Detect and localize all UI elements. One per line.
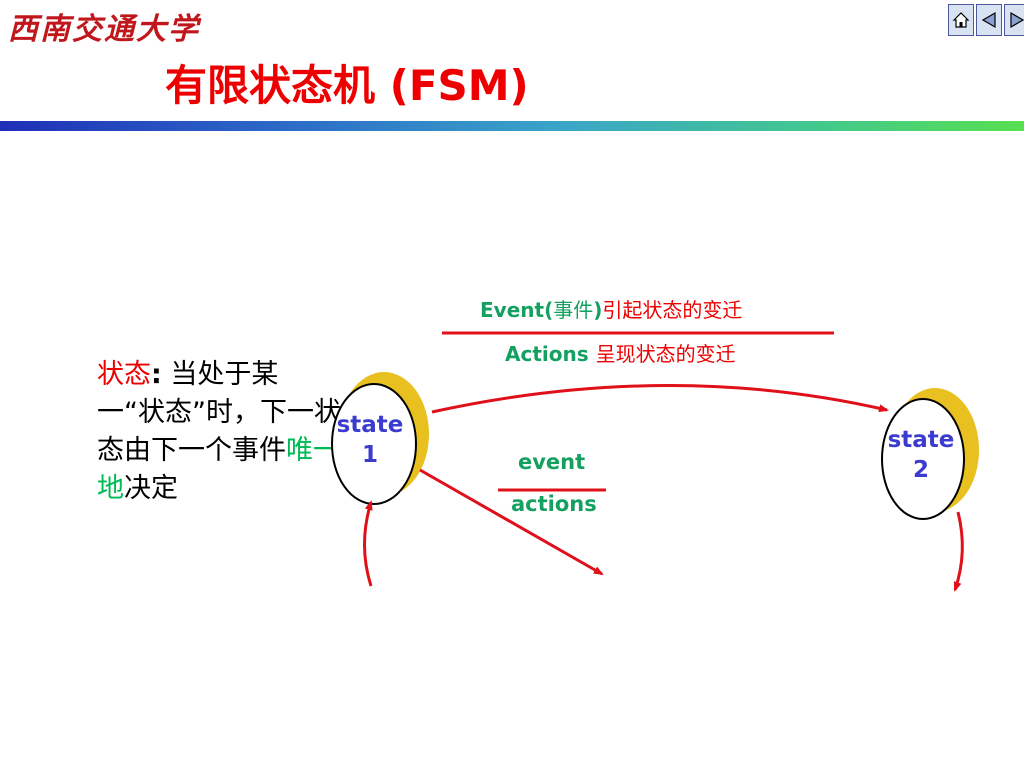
arrow-state2-out (953, 511, 964, 592)
event-suffix: ) (593, 298, 603, 322)
state-2-circle (881, 398, 965, 520)
home-button[interactable] (948, 4, 974, 36)
term-state: 状态 (97, 359, 151, 390)
event-cn: 事件 (553, 298, 594, 322)
state-1-label: state 1 (332, 410, 408, 470)
event-prefix: Event( (480, 298, 554, 322)
term-colon: : (151, 359, 162, 390)
home-icon (952, 12, 970, 28)
actions-desc: 呈现状态的变迁 (595, 342, 736, 366)
state-2-line2: 2 (912, 457, 929, 483)
arrow-into-state1 (363, 500, 373, 587)
top-event-label: Event(事件)引起状态的变迁 (480, 294, 742, 323)
page-title: 有限状态机 (FSM) (165, 61, 529, 110)
university-logo: 西南交通大学 (8, 12, 200, 47)
highlight-uniquely: 唯一地 (97, 435, 340, 504)
mid-event-label: event (518, 450, 586, 474)
state-node-2[interactable] (881, 388, 979, 520)
description-text-2: 决定 (124, 473, 178, 504)
prev-button[interactable] (976, 4, 1002, 36)
triangle-left-icon (981, 11, 996, 29)
state-description: 状态: 当处于某一“状态”时，下一状态由下一个事件唯一地决定 (97, 356, 342, 508)
state-2-line1: state (887, 427, 955, 453)
mid-actions-label: actions (511, 492, 597, 516)
gradient-divider (0, 121, 1024, 131)
state-2-label: state 2 (882, 425, 960, 485)
description-text-1: 当处于某一“状态”时，下一状态由下一个事件 (97, 359, 341, 466)
state-1-line1: state (336, 412, 404, 438)
arrow-state1-out (419, 468, 604, 576)
state-1-line2: 1 (361, 442, 378, 468)
next-button[interactable] (1004, 4, 1024, 36)
top-actions-label: Actions 呈现状态的变迁 (505, 338, 736, 367)
state-node-1[interactable] (331, 372, 429, 505)
event-desc: 引起状态的变迁 (602, 298, 743, 322)
triangle-right-icon (1010, 11, 1024, 29)
actions-prefix: Actions (505, 342, 596, 366)
slide-nav (946, 4, 1024, 36)
arrow-state1-to-state2 (431, 384, 889, 414)
state-1-circle (331, 383, 417, 505)
